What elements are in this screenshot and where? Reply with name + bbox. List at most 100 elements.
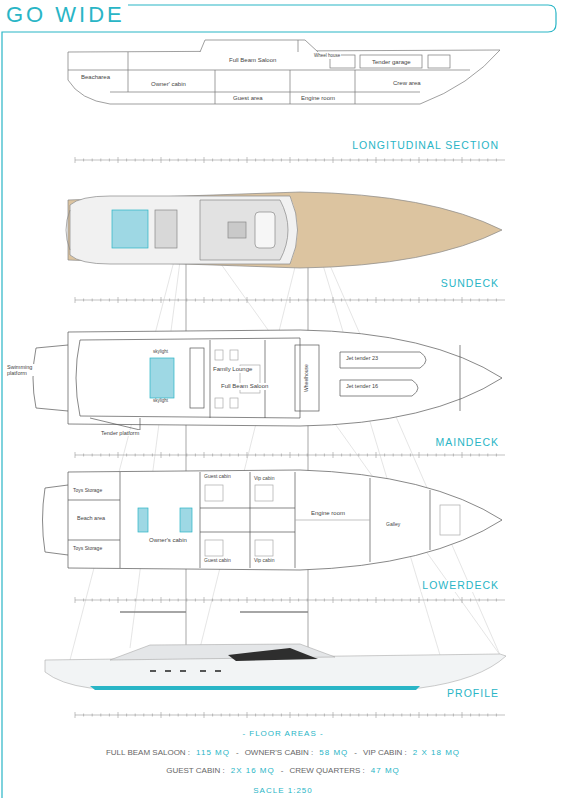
floor-area-text: 58 MQ: [318, 749, 349, 758]
drawing-line: [68, 500, 120, 501]
drawing-line: [83, 454, 84, 457]
drawing-line: [358, 159, 359, 162]
drawing-line: [118, 297, 119, 303]
drawing-line: [152, 159, 153, 162]
drawing-line: [186, 454, 187, 457]
drawing-line: [384, 714, 385, 717]
drawing-path: [68, 50, 500, 104]
drawing-path: [228, 648, 318, 661]
drawing-line: [255, 454, 256, 457]
room-label: skylight: [152, 350, 169, 355]
drawing-line: [307, 714, 308, 717]
drawing-line: [221, 159, 222, 162]
drawing-line: [100, 599, 101, 602]
drawing-line: [341, 299, 342, 302]
drawing-line: [161, 597, 162, 603]
drawing-line: [186, 599, 187, 602]
drawing-line: [152, 714, 153, 717]
drawing-rect: [165, 670, 171, 672]
drawing-line: [470, 599, 471, 602]
drawing-line: [68, 540, 120, 541]
drawing-line: [212, 714, 213, 717]
drawing-line: [210, 340, 211, 418]
drawing-path: [76, 338, 300, 418]
drawing-line: [204, 712, 205, 718]
drawing-line: [109, 714, 110, 717]
drawing-path: [90, 418, 140, 430]
drawing-line: [247, 297, 248, 303]
drawing-line: [83, 159, 84, 162]
drawing-line: [487, 299, 488, 302]
drawing-line: [427, 299, 428, 302]
drawing-line: [143, 159, 144, 162]
drawing-line: [367, 714, 368, 717]
drawing-line: [444, 159, 445, 162]
drawing-line: [152, 454, 153, 457]
drawing-line: [487, 714, 488, 717]
drawing-rect: [440, 505, 460, 535]
drawing-line: [152, 299, 153, 302]
drawing-line: [350, 299, 351, 302]
floor-area-text: -: [353, 749, 358, 758]
drawing-line: [118, 597, 119, 603]
drawing-line: [496, 159, 497, 162]
drawing-line: [401, 299, 402, 302]
drawing-line: [238, 454, 239, 457]
section-title: PROFILE: [446, 688, 500, 700]
drawing-line: [281, 714, 282, 717]
drawing-line: [215, 70, 216, 104]
drawing-rect: [255, 485, 273, 501]
drawing-rect: [205, 540, 223, 556]
drawing-line: [315, 714, 316, 717]
drawing-line: [496, 299, 497, 302]
drawing-line: [75, 297, 76, 303]
drawing-line: [272, 299, 273, 302]
drawing-line: [410, 714, 411, 717]
drawing-path: [68, 330, 502, 426]
drawing-line: [178, 599, 179, 602]
drawing-line: [229, 159, 230, 162]
drawing-path: [70, 196, 298, 264]
drawing-line: [444, 599, 445, 602]
drawing-line: [200, 472, 201, 568]
drawing-line: [376, 712, 377, 718]
drawing-line: [384, 159, 385, 162]
drawing-rect: [230, 398, 238, 408]
room-label: Tender platform: [100, 430, 140, 436]
drawing-line: [393, 299, 394, 302]
drawing-line: [358, 454, 359, 457]
drawing-line: [83, 599, 84, 602]
floor-area-text: GUEST CABIN :: [165, 767, 226, 776]
drawing-line: [169, 159, 170, 162]
floor-area-text: VIP CABIN :: [362, 749, 408, 758]
drawing-rect: [190, 348, 204, 408]
floor-area-text: FULL BEAM SALOON :: [105, 749, 191, 758]
drawing-line: [324, 714, 325, 717]
drawing-line: [341, 454, 342, 457]
drawing-line: [247, 452, 248, 458]
drawing-line: [247, 157, 248, 163]
drawing-line: [427, 159, 428, 162]
room-label: Vip cabin: [253, 476, 275, 482]
drawing-line: [290, 452, 291, 458]
room-label: Crew area: [392, 80, 422, 87]
drawing-rect: [295, 345, 319, 411]
drawing-line: [272, 599, 273, 602]
drawing-line: [281, 599, 282, 602]
drawing-line: [419, 712, 420, 718]
drawing-line: [358, 299, 359, 302]
title: GO WIDE: [6, 4, 125, 26]
room-label: Vip cabin: [253, 558, 275, 564]
drawing-line: [110, 92, 420, 93]
room-label: Wheel house: [313, 54, 341, 59]
drawing-line: [83, 714, 84, 717]
drawing-line: [109, 299, 110, 302]
drawing-line: [410, 299, 411, 302]
floor-area-text: CREW QUARTERS :: [288, 767, 365, 776]
drawing-line: [238, 299, 239, 302]
drawing-line: [479, 599, 480, 602]
drawing-line: [410, 454, 411, 457]
drawing-g: [150, 670, 221, 672]
drawing-line: [169, 454, 170, 457]
